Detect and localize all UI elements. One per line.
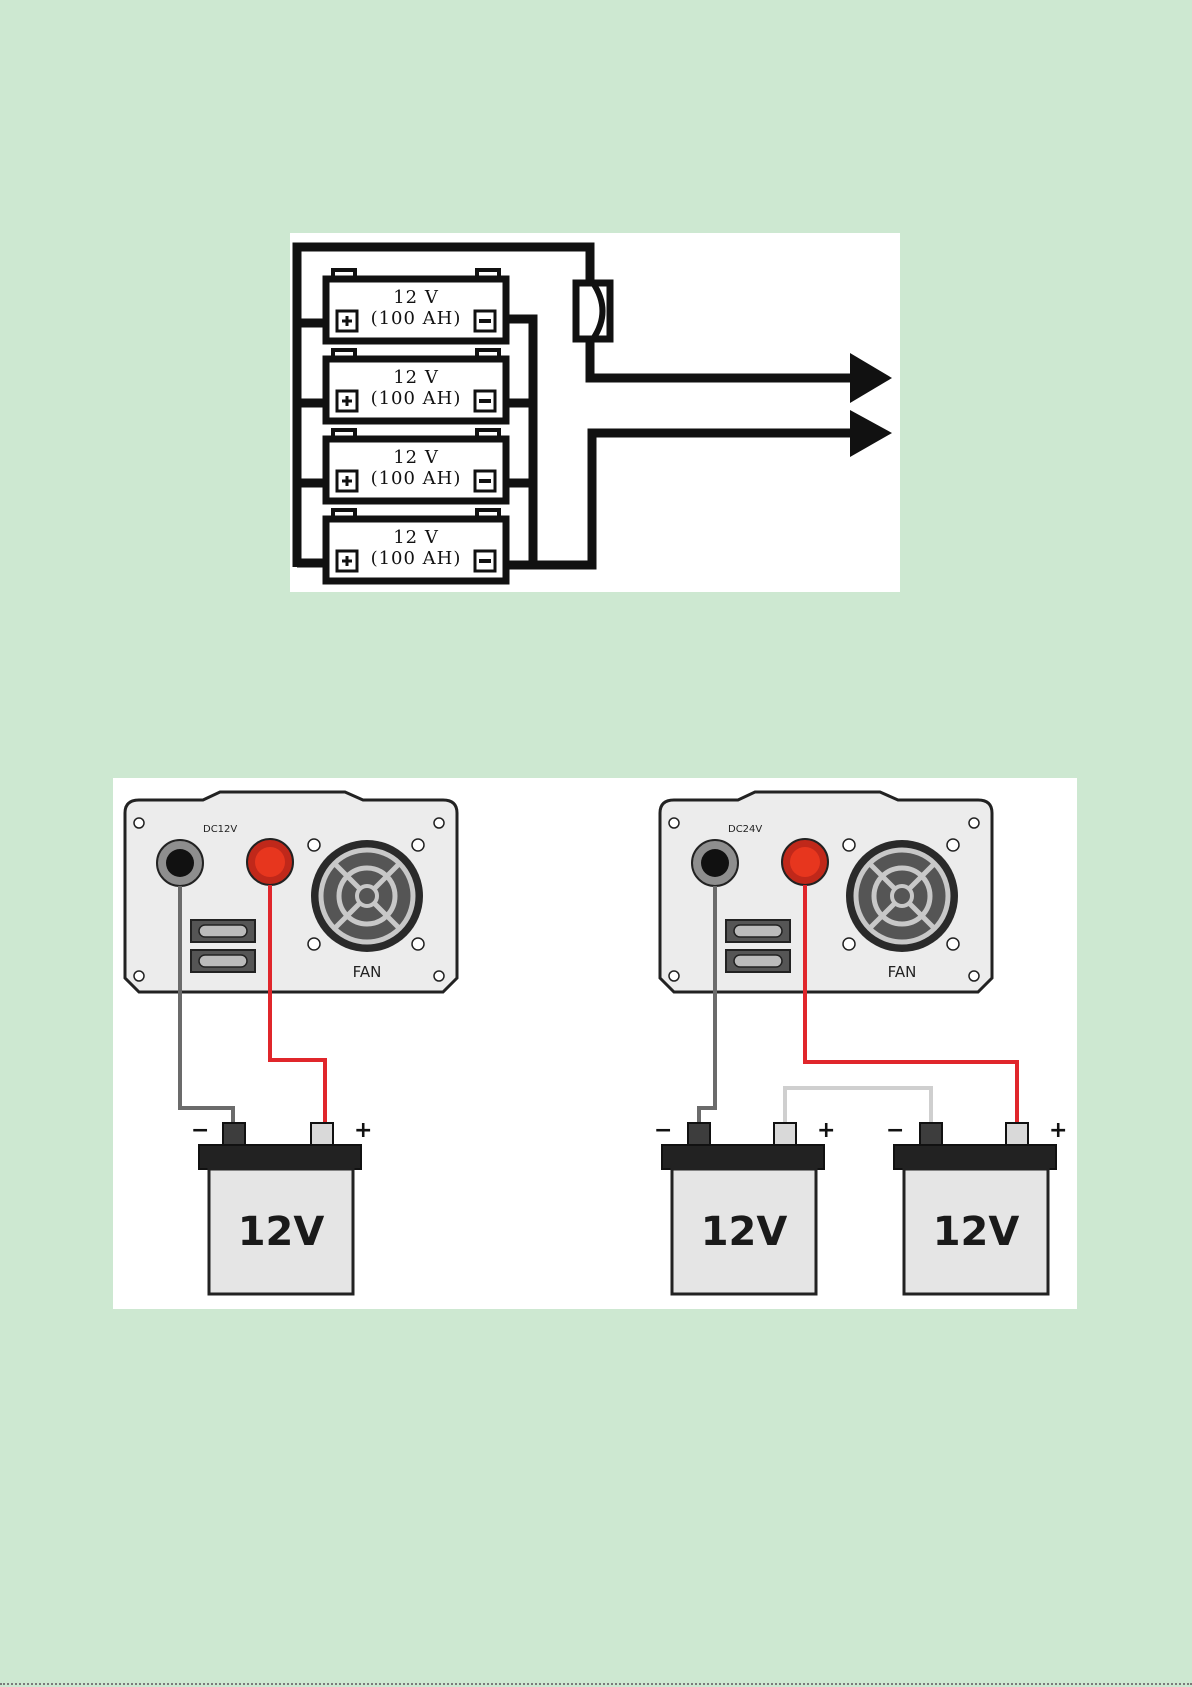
positive-input-terminal-icon <box>782 839 828 885</box>
positive-input-terminal-icon <box>247 839 293 885</box>
negative-input-terminal-icon <box>692 840 738 886</box>
battery-label: 12V <box>933 1209 1020 1255</box>
inverter-wiring-svg: DC12V <box>113 778 1077 1309</box>
battery-12v-single: − + 12V <box>191 1118 372 1294</box>
plus-sign: + <box>354 1118 372 1143</box>
parallel-battery-diagram: 12 V (100 AH) 12 V (100 AH) 12 V (100 AH… <box>290 233 900 592</box>
negative-input-terminal-icon <box>157 840 203 886</box>
minus-sign: − <box>191 1118 209 1143</box>
page-bottom-border <box>0 1683 1192 1687</box>
battery-4: 12 V (100 AH) <box>326 510 506 581</box>
battery-label: 12V <box>238 1209 325 1255</box>
inverter-24v: DC24V <box>660 792 992 992</box>
battery-voltage-label: 12 V <box>393 367 439 388</box>
output-arrow-negative-icon <box>850 410 892 457</box>
series-bridge-wire <box>785 1088 931 1123</box>
plus-sign: + <box>1049 1118 1067 1143</box>
negative-output-wire <box>533 433 858 565</box>
negative-post-icon <box>223 1123 245 1145</box>
battery-capacity-label: (100 AH) <box>371 388 462 409</box>
negative-post-icon <box>688 1123 710 1145</box>
battery-capacity-label: (100 AH) <box>371 468 462 489</box>
fuse-icon <box>576 283 610 339</box>
battery-voltage-label: 12 V <box>393 287 439 308</box>
positive-post-icon <box>311 1123 333 1145</box>
battery-voltage-label: 12 V <box>393 527 439 548</box>
battery-3: 12 V (100 AH) <box>326 430 506 501</box>
battery-capacity-label: (100 AH) <box>371 308 462 329</box>
fan-icon <box>311 840 423 952</box>
battery-12v-series-b: − + 12V <box>886 1118 1067 1294</box>
fan-label: FAN <box>888 963 917 981</box>
dc-input-label: DC24V <box>728 824 762 835</box>
inverter-wiring-diagram: DC12V <box>113 778 1077 1309</box>
output-arrow-positive-icon <box>850 353 892 403</box>
minus-sign: − <box>654 1118 672 1143</box>
parallel-battery-svg: 12 V (100 AH) 12 V (100 AH) 12 V (100 AH… <box>290 233 900 592</box>
battery-label: 12V <box>701 1209 788 1255</box>
fan-label: FAN <box>353 963 382 981</box>
plus-sign: + <box>817 1118 835 1143</box>
battery-1: 12 V (100 AH) <box>326 270 506 341</box>
fan-icon <box>846 840 958 952</box>
battery-capacity-label: (100 AH) <box>371 548 462 569</box>
battery-2: 12 V (100 AH) <box>326 350 506 421</box>
negative-post-icon <box>920 1123 942 1145</box>
dc-input-label: DC12V <box>203 824 237 835</box>
positive-post-icon <box>1006 1123 1028 1145</box>
positive-output-wire <box>590 339 858 378</box>
minus-sign: − <box>886 1118 904 1143</box>
battery-12v-series-a: − + 12V <box>654 1118 835 1294</box>
battery-voltage-label: 12 V <box>393 447 439 468</box>
positive-post-icon <box>774 1123 796 1145</box>
inverter-12v: DC12V <box>125 792 457 992</box>
